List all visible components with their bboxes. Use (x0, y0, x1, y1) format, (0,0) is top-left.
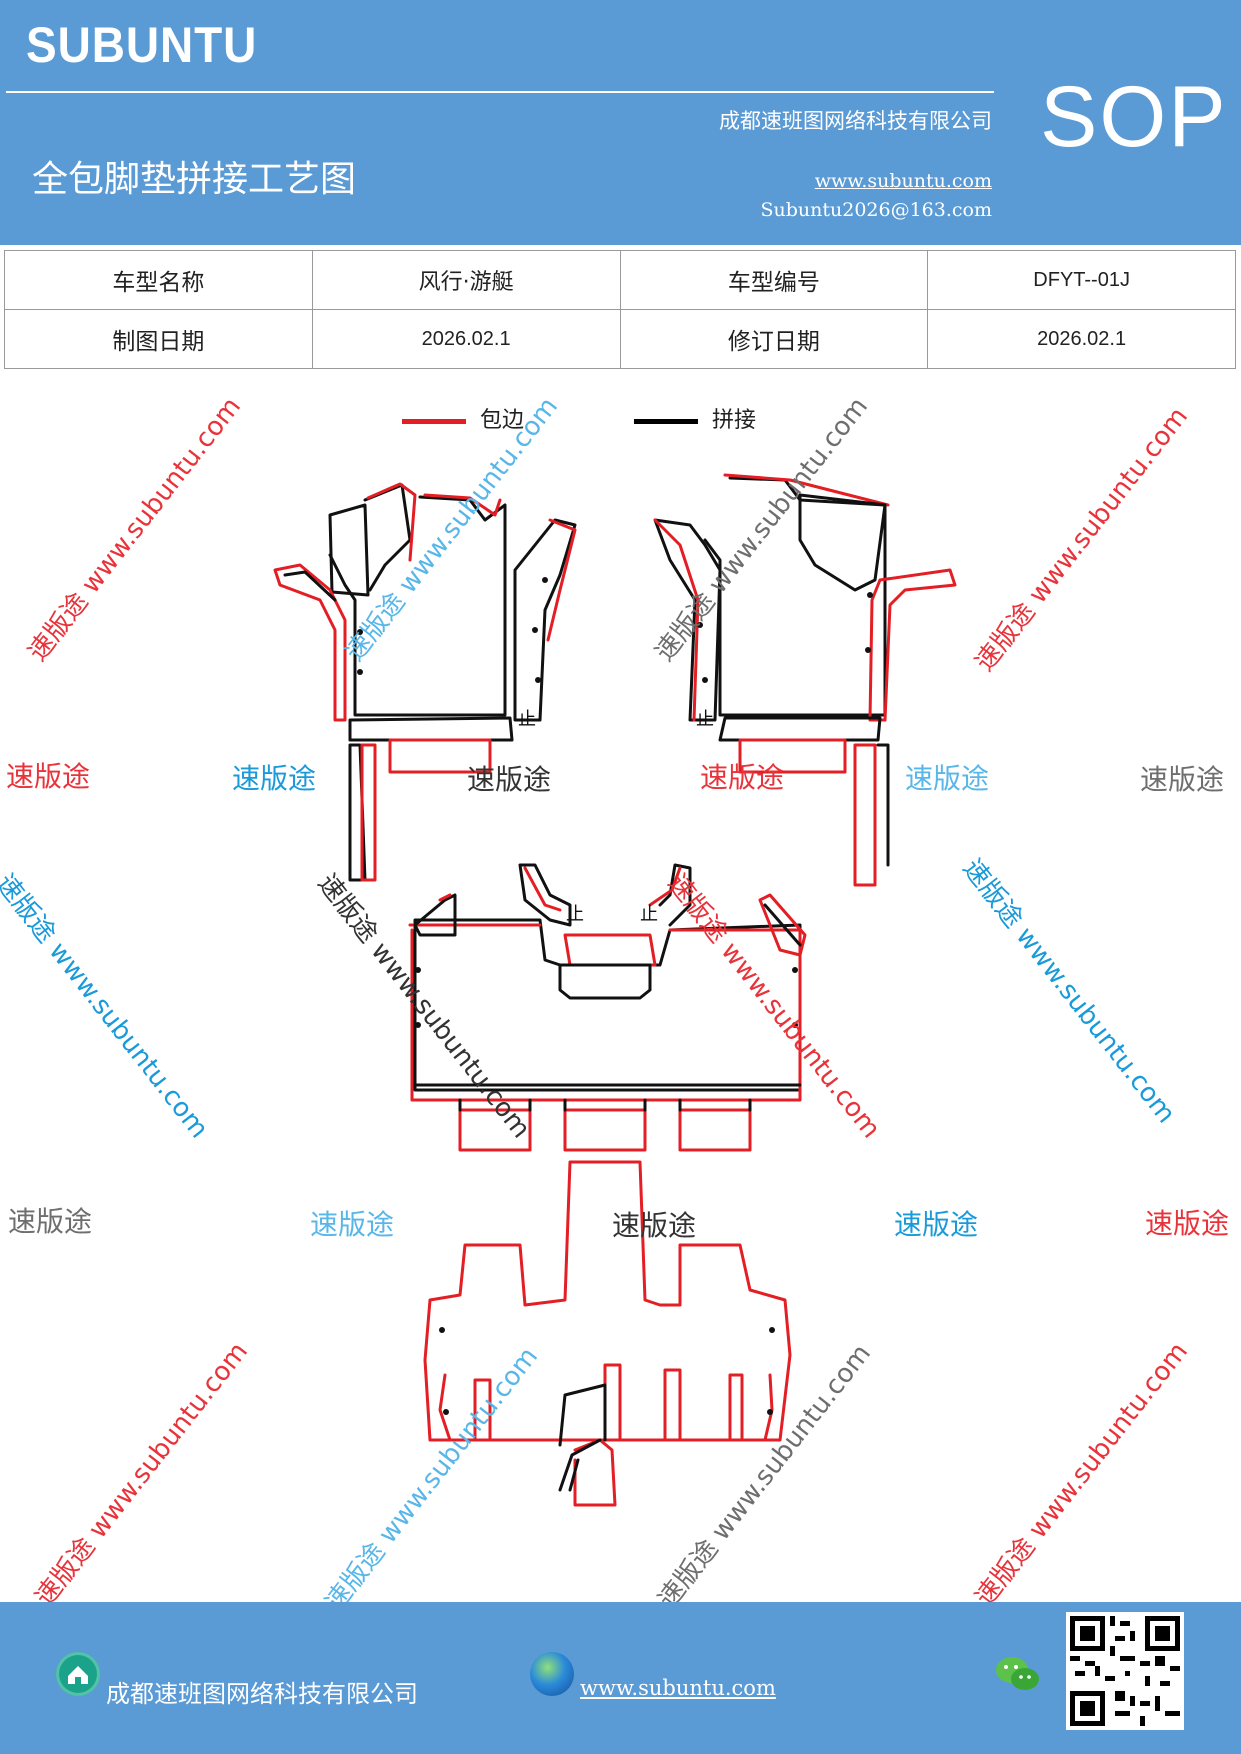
footer-banner: 成都速班图网络科技有限公司 www.subuntu.com (0, 1602, 1241, 1754)
company-name: 成都速班图网络科技有限公司 (719, 109, 992, 133)
rear-row-mat (423, 1160, 792, 1507)
model-code-value: DFYT--01J (927, 250, 1236, 310)
email-address: Subuntu2026@163.com (760, 199, 992, 221)
brand-logo: SUBUNTU (26, 17, 258, 73)
header-divider (6, 91, 994, 93)
globe-icon (530, 1652, 574, 1696)
stop-marker: 止 (566, 904, 584, 925)
website-link[interactable]: www.subuntu.com (814, 170, 992, 192)
right-front-mat: 止 (653, 473, 957, 887)
watermark-short: 速版途 (1145, 1207, 1230, 1240)
model-code-label: 车型编号 (619, 250, 929, 310)
stop-marker: 止 (640, 904, 658, 925)
legend-edge: 包边 (402, 402, 524, 434)
legend-join-label: 拼接 (712, 408, 757, 433)
stop-marker: 止 (518, 709, 536, 730)
footer-website-link[interactable]: www.subuntu.com (580, 1676, 776, 1700)
left-front-mat: 止 (273, 482, 577, 882)
header-banner: SUBUNTU 成都速班图网络科技有限公司 全包脚垫拼接工艺图 www.subu… (0, 0, 1241, 245)
watermark-short: 速版途 (894, 1208, 979, 1241)
info-table: 车型名称 风行·游艇 车型编号 DFYT--01J 制图日期 2026.02.1… (4, 250, 1236, 369)
legend-edge-swatch (402, 418, 466, 424)
attachment-dots (357, 577, 873, 1415)
revise-date-value: 2026.02.1 (927, 309, 1236, 369)
watermark-short: 速版途 (232, 762, 317, 795)
model-name-value: 风行·游艇 (311, 250, 621, 310)
legend-join: 拼接 (634, 402, 756, 434)
table-row: 制图日期 2026.02.1 修订日期 2026.02.1 (4, 309, 1236, 369)
watermark-short: 速版途 (905, 762, 990, 795)
watermark-short: 速版途 (310, 1208, 395, 1241)
legend-edge-label: 包边 (480, 408, 525, 433)
watermark-short: 速版途 (700, 761, 785, 794)
watermark-short: 速版途 (6, 760, 91, 793)
revise-date-label: 修订日期 (619, 309, 929, 369)
draw-date-value: 2026.02.1 (311, 309, 621, 369)
wechat-icon[interactable] (994, 1652, 1042, 1696)
middle-row-mat: 止 止 (408, 863, 807, 1152)
sop-badge: SOP (1040, 69, 1228, 165)
watermark-short: 速版途 (8, 1205, 93, 1238)
page-title: 全包脚垫拼接工艺图 (32, 159, 357, 200)
footer-company-name: 成都速班图网络科技有限公司 (106, 1680, 418, 1708)
watermark-short: 速版途 (612, 1209, 697, 1242)
model-name-label: 车型名称 (4, 250, 313, 310)
watermark-short: 速版途 (1140, 763, 1225, 796)
table-row: 车型名称 风行·游艇 车型编号 DFYT--01J (4, 250, 1236, 310)
qr-code (1066, 1612, 1184, 1730)
legend-join-swatch (634, 418, 698, 424)
watermark-short: 速版途 (467, 763, 552, 796)
home-icon (56, 1652, 100, 1696)
draw-date-label: 制图日期 (4, 309, 313, 369)
stop-marker: 止 (696, 709, 714, 730)
